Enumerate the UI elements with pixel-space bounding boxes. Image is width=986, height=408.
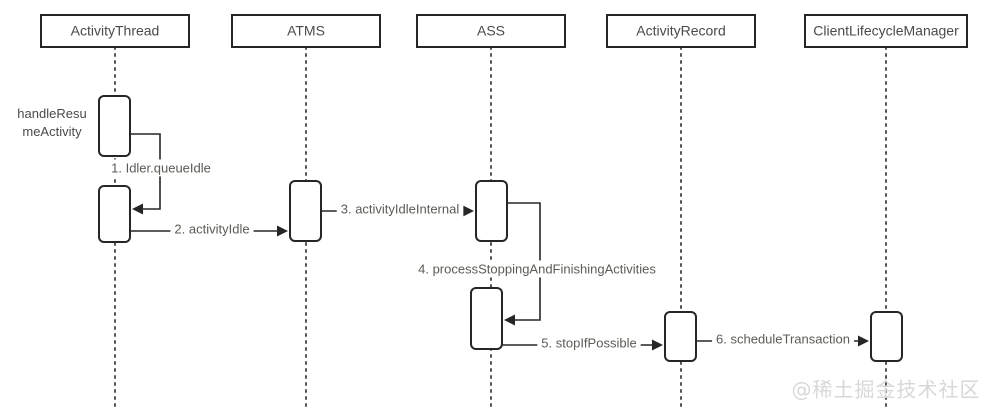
message-3[interactable]: 3. activityIdleInternal [321, 200, 474, 218]
participant-atms[interactable]: ATMS [231, 14, 381, 48]
activation-act-ass-2[interactable] [470, 287, 503, 350]
activation-act-clm-1[interactable] [870, 311, 903, 362]
message-label-3: 3. activityIdleInternal [341, 201, 460, 216]
participant-label-ass: ASS [477, 23, 505, 39]
participant-label-atms: ATMS [287, 23, 325, 39]
watermark: @稀土掘金技术社区 [792, 378, 981, 402]
message-label-backdrop [170, 220, 254, 238]
message-5[interactable]: 5. stopIfPossible [502, 334, 663, 352]
message-label-backdrop [107, 159, 215, 177]
message-1[interactable]: 1. Idler.queueIdle [107, 133, 215, 215]
message-arrowhead-1 [132, 203, 143, 215]
message-arrowhead-2 [277, 225, 288, 237]
note-handleresumeactivity-line-0: handleResu [17, 106, 86, 121]
participant-box-activityrecord[interactable] [606, 14, 756, 48]
message-label-backdrop [336, 200, 464, 218]
message-label-6: 6. scheduleTransaction [716, 331, 850, 346]
participant-box-activitythread[interactable] [40, 14, 190, 48]
participant-activitythread[interactable]: ActivityThread [40, 14, 190, 48]
message-arrowhead-5 [652, 339, 663, 351]
activations-layer [98, 95, 903, 362]
participant-activityrecord[interactable]: ActivityRecord [606, 14, 756, 48]
watermark-layer: @稀土掘金技术社区 [792, 378, 981, 402]
message-6[interactable]: 6. scheduleTransaction [696, 330, 869, 348]
note-handleresumeactivity-line-1: meActivity [22, 124, 82, 139]
activation-act-at-2[interactable] [98, 185, 131, 243]
message-label-backdrop [712, 330, 854, 348]
note-handleresumeactivity: handleResu meActivity [17, 106, 86, 139]
participant-box-ass[interactable] [416, 14, 566, 48]
participant-label-activitythread: ActivityThread [71, 23, 160, 39]
participants-layer: ActivityThread ATMS ASS ActivityRecord Clien… [40, 14, 968, 48]
activation-act-atms-1[interactable] [289, 180, 322, 242]
message-label-5: 5. stopIfPossible [541, 335, 636, 350]
participant-box-clientlifecyclemanager[interactable] [804, 14, 968, 48]
activation-act-at-1[interactable] [98, 95, 131, 157]
message-arrowhead-4 [504, 314, 515, 326]
message-label-1: 1. Idler.queueIdle [111, 160, 211, 175]
participant-box-atms[interactable] [231, 14, 381, 48]
message-4[interactable]: 4. processStoppingAndFinishingActivities [414, 202, 661, 326]
participant-clientlifecyclemanager[interactable]: ClientLifecycleManager [804, 14, 968, 48]
message-arrowhead-3 [463, 205, 474, 217]
activation-act-ass-1[interactable] [475, 180, 508, 242]
message-label-backdrop [414, 260, 661, 278]
message-label-4: 4. processStoppingAndFinishingActivities [418, 261, 656, 276]
message-2[interactable]: 2. activityIdle [130, 220, 288, 238]
message-label-2: 2. activityIdle [174, 221, 249, 236]
activation-act-ar-1[interactable] [664, 311, 697, 362]
message-arrowhead-6 [858, 335, 869, 347]
notes-layer: handleResu meActivity [17, 106, 86, 139]
message-label-backdrop [537, 334, 641, 352]
participant-label-clientlifecyclemanager: ClientLifecycleManager [813, 23, 959, 39]
participant-label-activityrecord: ActivityRecord [636, 23, 725, 39]
participant-ass[interactable]: ASS [416, 14, 566, 48]
messages-layer: 1. Idler.queueIdle 2. activityIdle 3. acti… [107, 133, 869, 352]
